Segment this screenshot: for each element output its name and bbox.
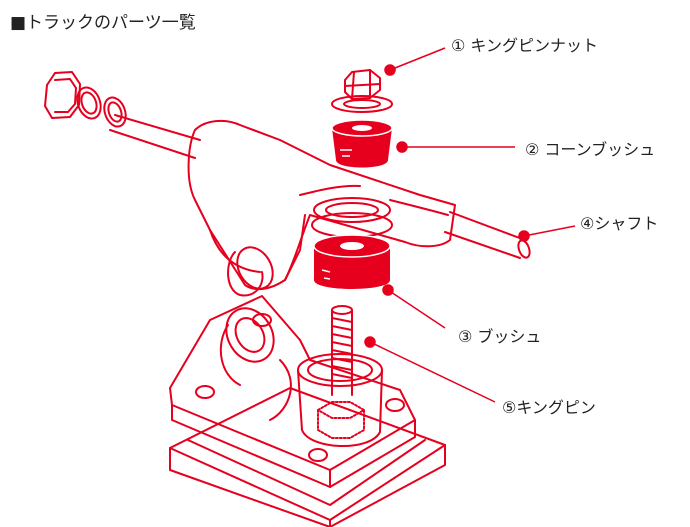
base-plate xyxy=(169,387,446,527)
cone-bushing xyxy=(331,119,393,168)
label-king-pin-nut: ① キングピンナット xyxy=(451,36,598,55)
king-pin-bolt xyxy=(331,305,353,396)
label-cone-bushing: ② コーンブッシュ xyxy=(525,140,656,159)
leader-shaft xyxy=(518,225,576,242)
king-pin-nut xyxy=(331,69,393,113)
label-bushing: ③ ブッシュ xyxy=(458,327,542,346)
bushing xyxy=(313,234,391,289)
hidden-nut xyxy=(317,401,365,439)
baseplate-housing xyxy=(169,295,416,488)
axle-shaft xyxy=(109,114,531,259)
title-text: ■トラックのパーツ一覧 xyxy=(10,13,196,33)
leader-cone-bushing xyxy=(396,141,515,153)
leader-king-pin-nut xyxy=(384,47,446,76)
leader-bushing xyxy=(382,284,446,329)
axle-nut-washers xyxy=(44,71,127,128)
label-shaft: ④シャフト xyxy=(580,214,659,233)
page-title: ■トラックのパーツ一覧 xyxy=(10,8,196,33)
leader-king-pin xyxy=(364,336,496,403)
label-king-pin: ⑤キングピン xyxy=(502,398,596,417)
hanger xyxy=(187,119,456,297)
